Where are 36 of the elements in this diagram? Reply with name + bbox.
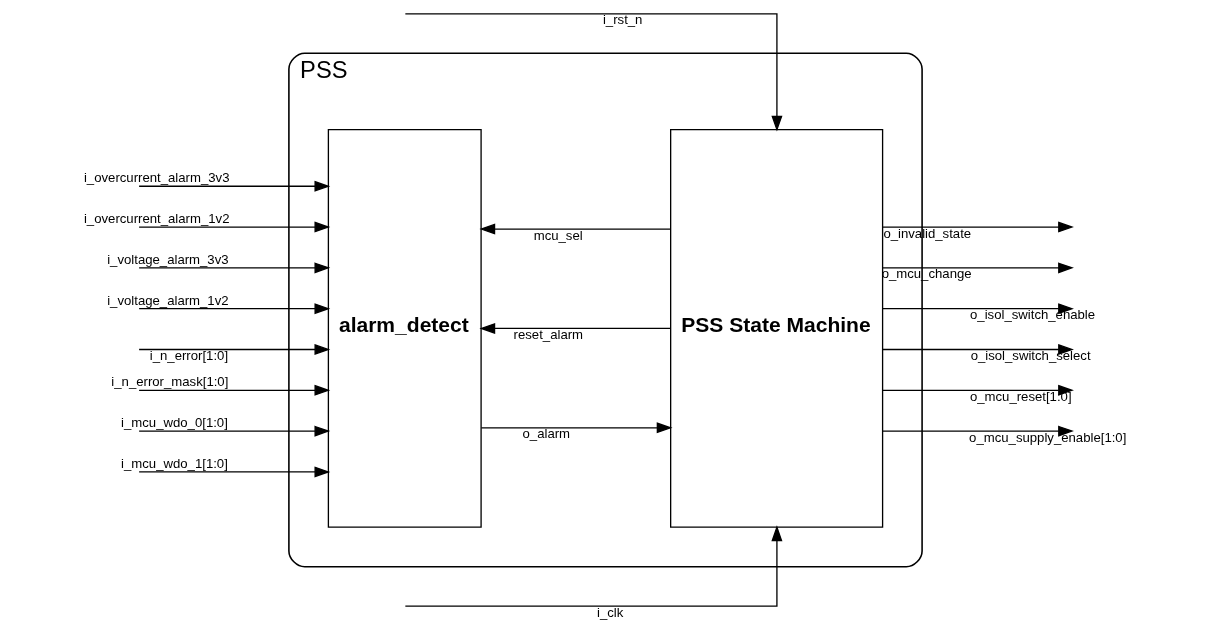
arrow — [881, 343, 1074, 356]
arrow — [881, 221, 1074, 233]
edge-label: o_alarm — [522, 426, 570, 442]
arrow — [137, 343, 330, 356]
arrow — [478, 223, 671, 235]
arrow — [137, 425, 330, 437]
arrow — [478, 322, 671, 334]
arrow — [404, 525, 782, 607]
edge-label: mcu_sel — [533, 227, 583, 243]
edge-label: i_overcurrent_alarm_3v3 — [83, 170, 229, 186]
edge-label: reset_alarm — [513, 326, 583, 342]
edge-label: i_clk — [596, 604, 623, 620]
edge-label: o_isol_switch_select — [970, 348, 1091, 364]
arrow — [137, 180, 330, 192]
edge-label: i_mcu_wdo_1[1:0] — [120, 455, 228, 471]
arrow — [881, 303, 1074, 315]
arrow — [881, 425, 1074, 437]
arrow — [137, 221, 330, 233]
edge-label: i_overcurrent_alarm_1v2 — [83, 211, 229, 227]
edge-label: o_mcu_supply_enable[1:0] — [968, 429, 1126, 445]
node-box: PSS State Machine — [669, 129, 883, 528]
arrow — [137, 384, 330, 396]
arrow — [137, 262, 330, 274]
node-box: alarm_detect — [327, 129, 482, 528]
edge-label: i_n_error[1:0] — [149, 348, 228, 364]
arrow — [137, 303, 330, 315]
edge-label: i_voltage_alarm_3v3 — [106, 251, 229, 267]
edge-label: i_rst_n — [602, 12, 642, 28]
edge-label: i_mcu_wdo_0[1:0] — [120, 415, 228, 431]
arrow — [404, 13, 782, 132]
edge-label: o_isol_switch_enable — [969, 307, 1095, 323]
edge-label: o_mcu_reset[1:0] — [969, 388, 1072, 404]
edge-label: i_n_error_mask[1:0] — [110, 374, 228, 390]
arrow — [480, 422, 672, 434]
arrow — [137, 466, 330, 478]
edge-label: i_voltage_alarm_1v2 — [106, 292, 229, 308]
